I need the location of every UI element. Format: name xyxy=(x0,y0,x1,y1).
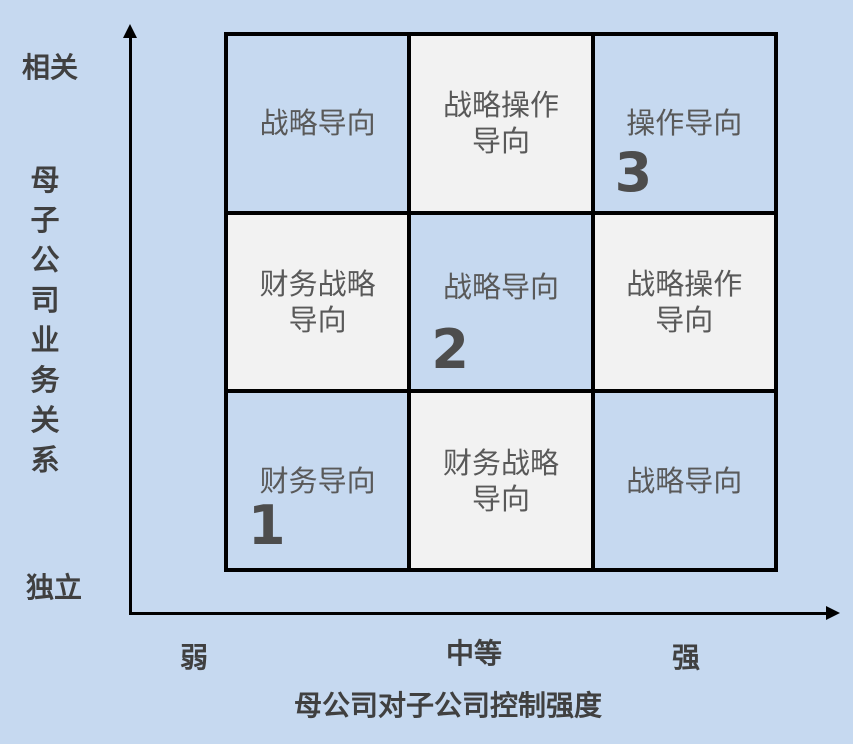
matrix-cell: 战略导向 xyxy=(594,393,774,568)
cell-label: 战略操作导向 xyxy=(626,266,743,337)
x-arrow-icon xyxy=(826,606,840,620)
cell-label: 战略导向 xyxy=(259,106,376,141)
x-tick-medium: 中等 xyxy=(446,637,503,670)
cell-number: 3 xyxy=(614,141,653,204)
y-arrow-icon xyxy=(123,24,137,38)
cell-label: 战略导向 xyxy=(442,269,559,304)
y-axis-line xyxy=(129,36,132,614)
matrix-cell: 财务战略导向 xyxy=(411,393,591,568)
x-tick-weak: 弱 xyxy=(180,641,209,674)
y-axis-title: 母子公司业务关系 xyxy=(30,163,60,477)
cell-label: 操作导向 xyxy=(626,106,743,141)
y-bottom-label: 独立 xyxy=(26,571,83,604)
cell-label: 财务战略导向 xyxy=(259,266,376,337)
x-tick-strong: 强 xyxy=(672,641,701,674)
x-axis-line xyxy=(129,612,829,615)
cell-label: 财务战略导向 xyxy=(442,445,559,516)
matrix-cell: 战略操作导向 xyxy=(594,214,774,390)
cell-number: 2 xyxy=(431,317,469,381)
matrix-cell: 战略导向 2 xyxy=(411,214,591,390)
matrix-cell: 财务战略导向 xyxy=(228,214,408,390)
cell-number: 1 xyxy=(248,494,286,558)
cell-label: 战略操作导向 xyxy=(442,88,559,159)
x-axis-title: 母公司对子公司控制强度 xyxy=(294,689,603,722)
y-top-label: 相关 xyxy=(22,51,79,84)
cell-label: 战略导向 xyxy=(626,463,743,498)
matrix-cell: 战略操作导向 xyxy=(411,36,591,211)
cell-label: 财务导向 xyxy=(259,463,376,498)
matrix-cell: 战略导向 xyxy=(228,36,408,211)
